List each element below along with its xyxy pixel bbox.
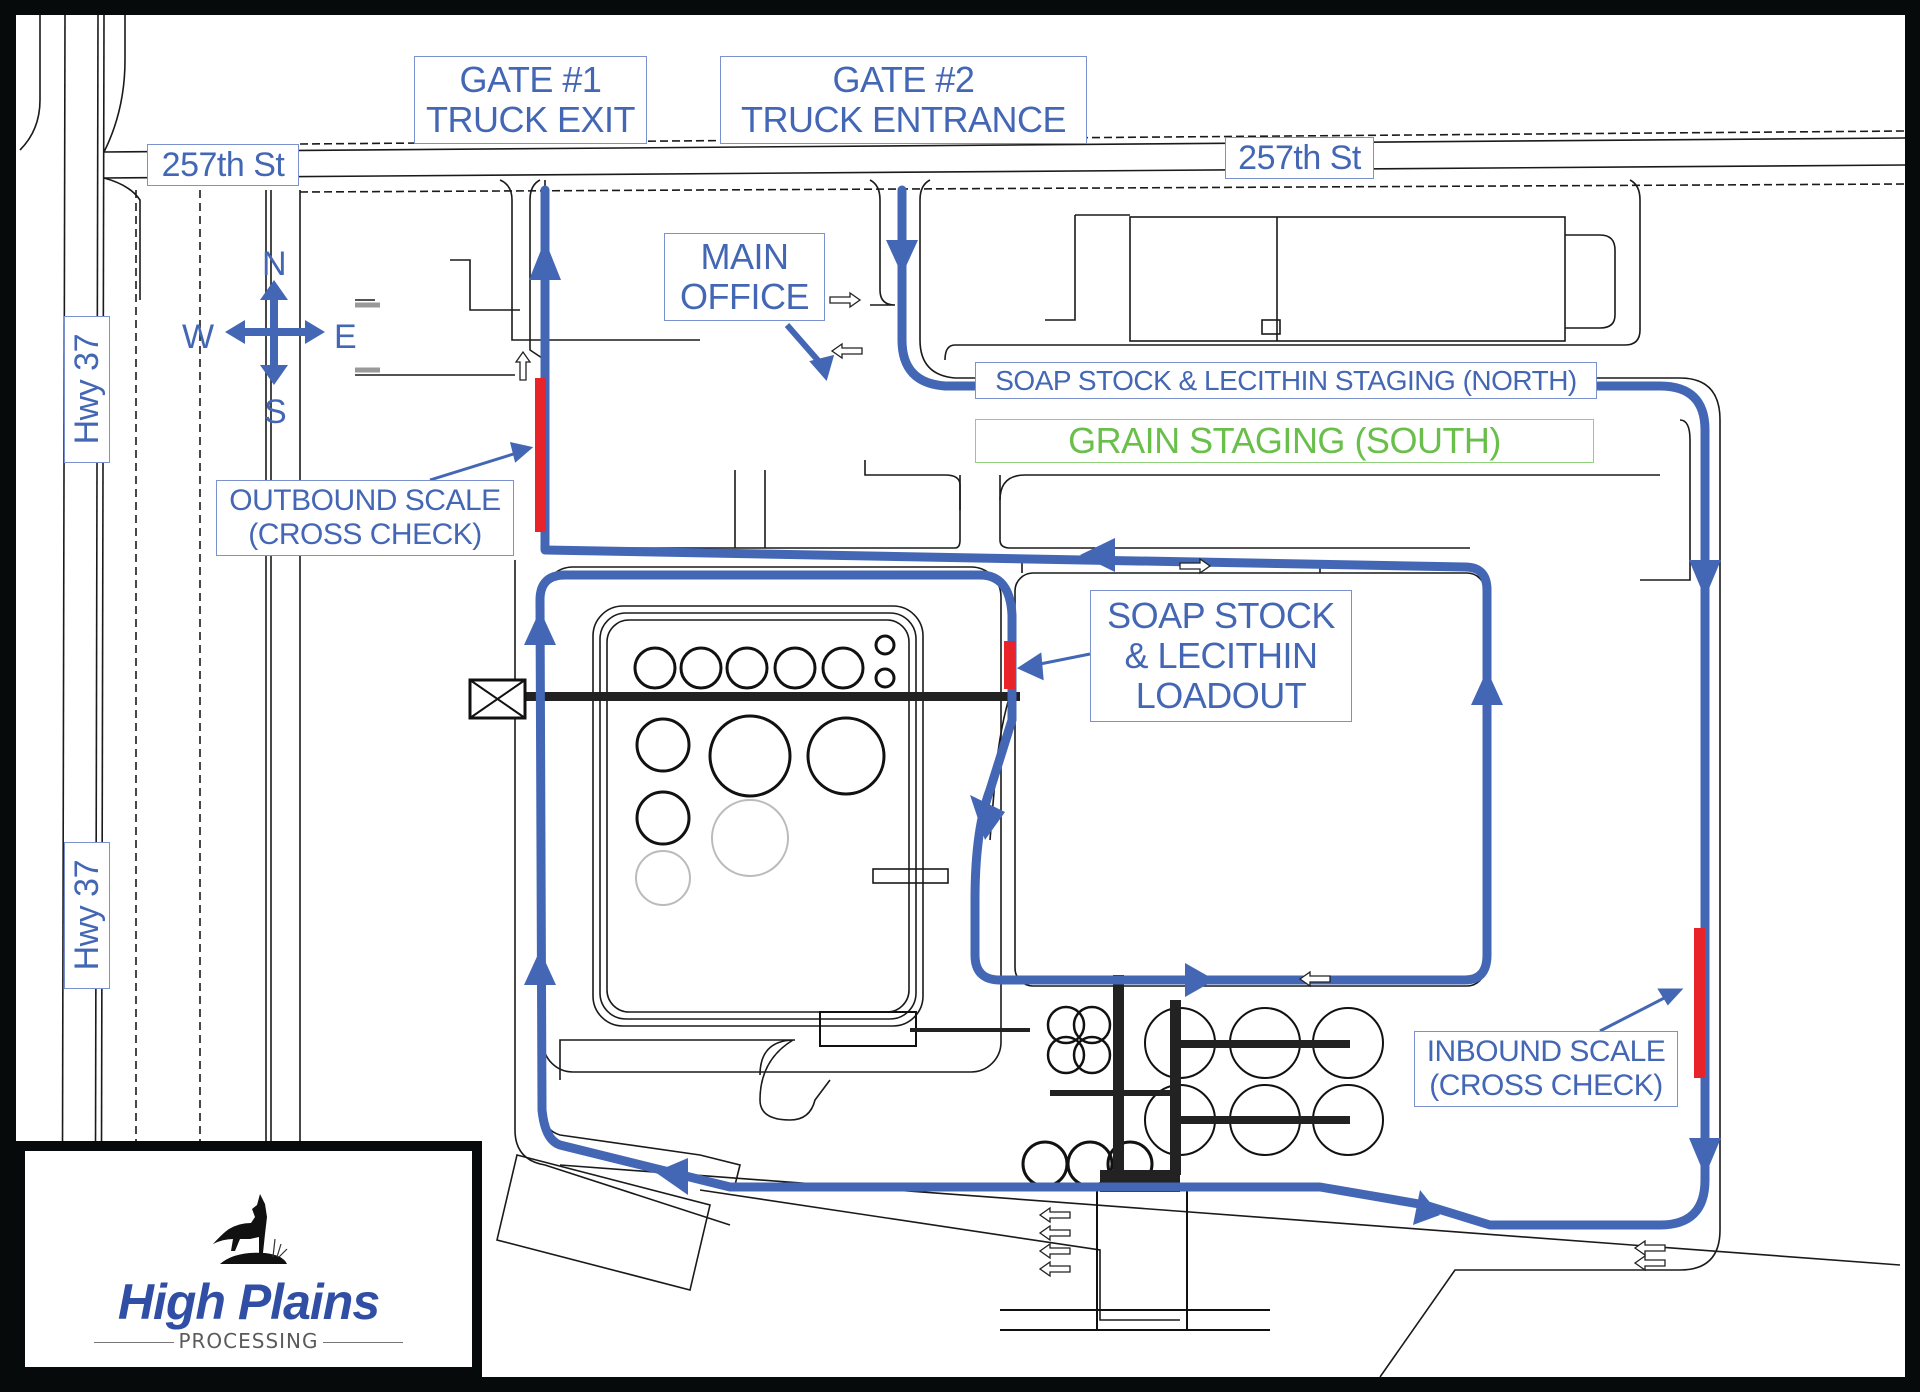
arrow-left-south bbox=[655, 1158, 688, 1195]
arrow-up-west-upper bbox=[524, 610, 556, 645]
hwy-label-south: Hwy 37 bbox=[64, 842, 110, 989]
soap-staging-north-label: SOAP STOCK & LECITHIN STAGING (NORTH) bbox=[975, 362, 1597, 399]
outbound-scale-title: OUTBOUND SCALE bbox=[229, 484, 501, 518]
hwy-label-south-text: Hwy 37 bbox=[67, 860, 106, 971]
main-office-label: MAIN OFFICE bbox=[664, 233, 825, 321]
arrow-right-lot bbox=[1185, 963, 1215, 997]
main-office-line2: OFFICE bbox=[680, 276, 810, 317]
logo-subtitle-text: PROCESSING bbox=[178, 1329, 319, 1353]
gate2-label: GATE #2 TRUCK ENTRANCE bbox=[720, 56, 1087, 144]
arrow-down-east-south bbox=[1689, 1138, 1721, 1176]
compass-south: S bbox=[264, 393, 287, 431]
outbound-scale bbox=[535, 378, 546, 532]
soap-loadout-line3: LOADOUT bbox=[1135, 675, 1307, 717]
arrow-up-exit bbox=[529, 240, 561, 280]
logo-inner: High Plains PROCESSING bbox=[25, 1151, 472, 1367]
route-arrows bbox=[524, 240, 1721, 1225]
arrow-down-loadout bbox=[970, 795, 1005, 840]
conveyor bbox=[510, 692, 1020, 701]
grain-staging-south-label: GRAIN STAGING (SOUTH) bbox=[975, 419, 1594, 463]
gate1-subtitle: TRUCK EXIT bbox=[425, 99, 636, 140]
hwy-label-north: Hwy 37 bbox=[64, 316, 110, 463]
street-label-west: 257th St bbox=[147, 144, 299, 186]
compass-west: W bbox=[182, 318, 215, 356]
main-office-line1: MAIN bbox=[700, 235, 790, 277]
soap-loadout-label: SOAP STOCK & LECITHIN LOADOUT bbox=[1090, 590, 1352, 722]
inbound-scale-title: INBOUND SCALE bbox=[1426, 1035, 1666, 1069]
logo-wordmark: High Plains bbox=[117, 1274, 380, 1330]
inbound-scale bbox=[1694, 928, 1705, 1078]
truck-route bbox=[535, 185, 1710, 1230]
outbound-scale-note: (CROSS CHECK) bbox=[248, 518, 482, 551]
loadout-spot bbox=[1004, 641, 1015, 689]
tank-farm bbox=[633, 634, 896, 906]
arrow-down-east bbox=[1689, 560, 1721, 598]
arrow-up-west-lower bbox=[524, 950, 556, 985]
inbound-scale-label: INBOUND SCALE (CROSS CHECK) bbox=[1414, 1031, 1678, 1107]
street-label-east: 257th St bbox=[1225, 137, 1374, 179]
arrow-left-south-east bbox=[1413, 1190, 1440, 1225]
compass-east: E bbox=[334, 318, 357, 356]
outbound-scale-label: OUTBOUND SCALE (CROSS CHECK) bbox=[216, 480, 514, 556]
gate2-subtitle: TRUCK ENTRANCE bbox=[740, 99, 1067, 140]
gate2-title: GATE #2 bbox=[832, 58, 975, 100]
soap-loadout-line1: SOAP STOCK bbox=[1107, 594, 1335, 636]
label-leaders bbox=[429, 323, 1684, 1033]
arrow-left-top bbox=[1080, 538, 1115, 572]
gate1-label: GATE #1 TRUCK EXIT bbox=[414, 56, 647, 144]
hwy-label-north-text: Hwy 37 bbox=[67, 334, 106, 445]
gate1-title: GATE #1 bbox=[459, 58, 602, 100]
logo-subtitle: PROCESSING bbox=[25, 1329, 472, 1353]
howling-coyote-icon bbox=[213, 1194, 288, 1264]
divider bbox=[94, 1341, 175, 1344]
inbound-scale-note: (CROSS CHECK) bbox=[1429, 1069, 1663, 1102]
lane-arrows bbox=[514, 291, 1666, 1278]
compass-north: N bbox=[262, 245, 287, 283]
divider bbox=[322, 1341, 403, 1344]
arrow-down-entrance bbox=[886, 240, 918, 275]
compass-rose-icon bbox=[225, 280, 325, 385]
arrow-up-lot bbox=[1471, 670, 1503, 705]
logo-panel: High Plains PROCESSING bbox=[15, 1141, 482, 1379]
soap-loadout-line2: & LECITHIN bbox=[1124, 634, 1318, 676]
